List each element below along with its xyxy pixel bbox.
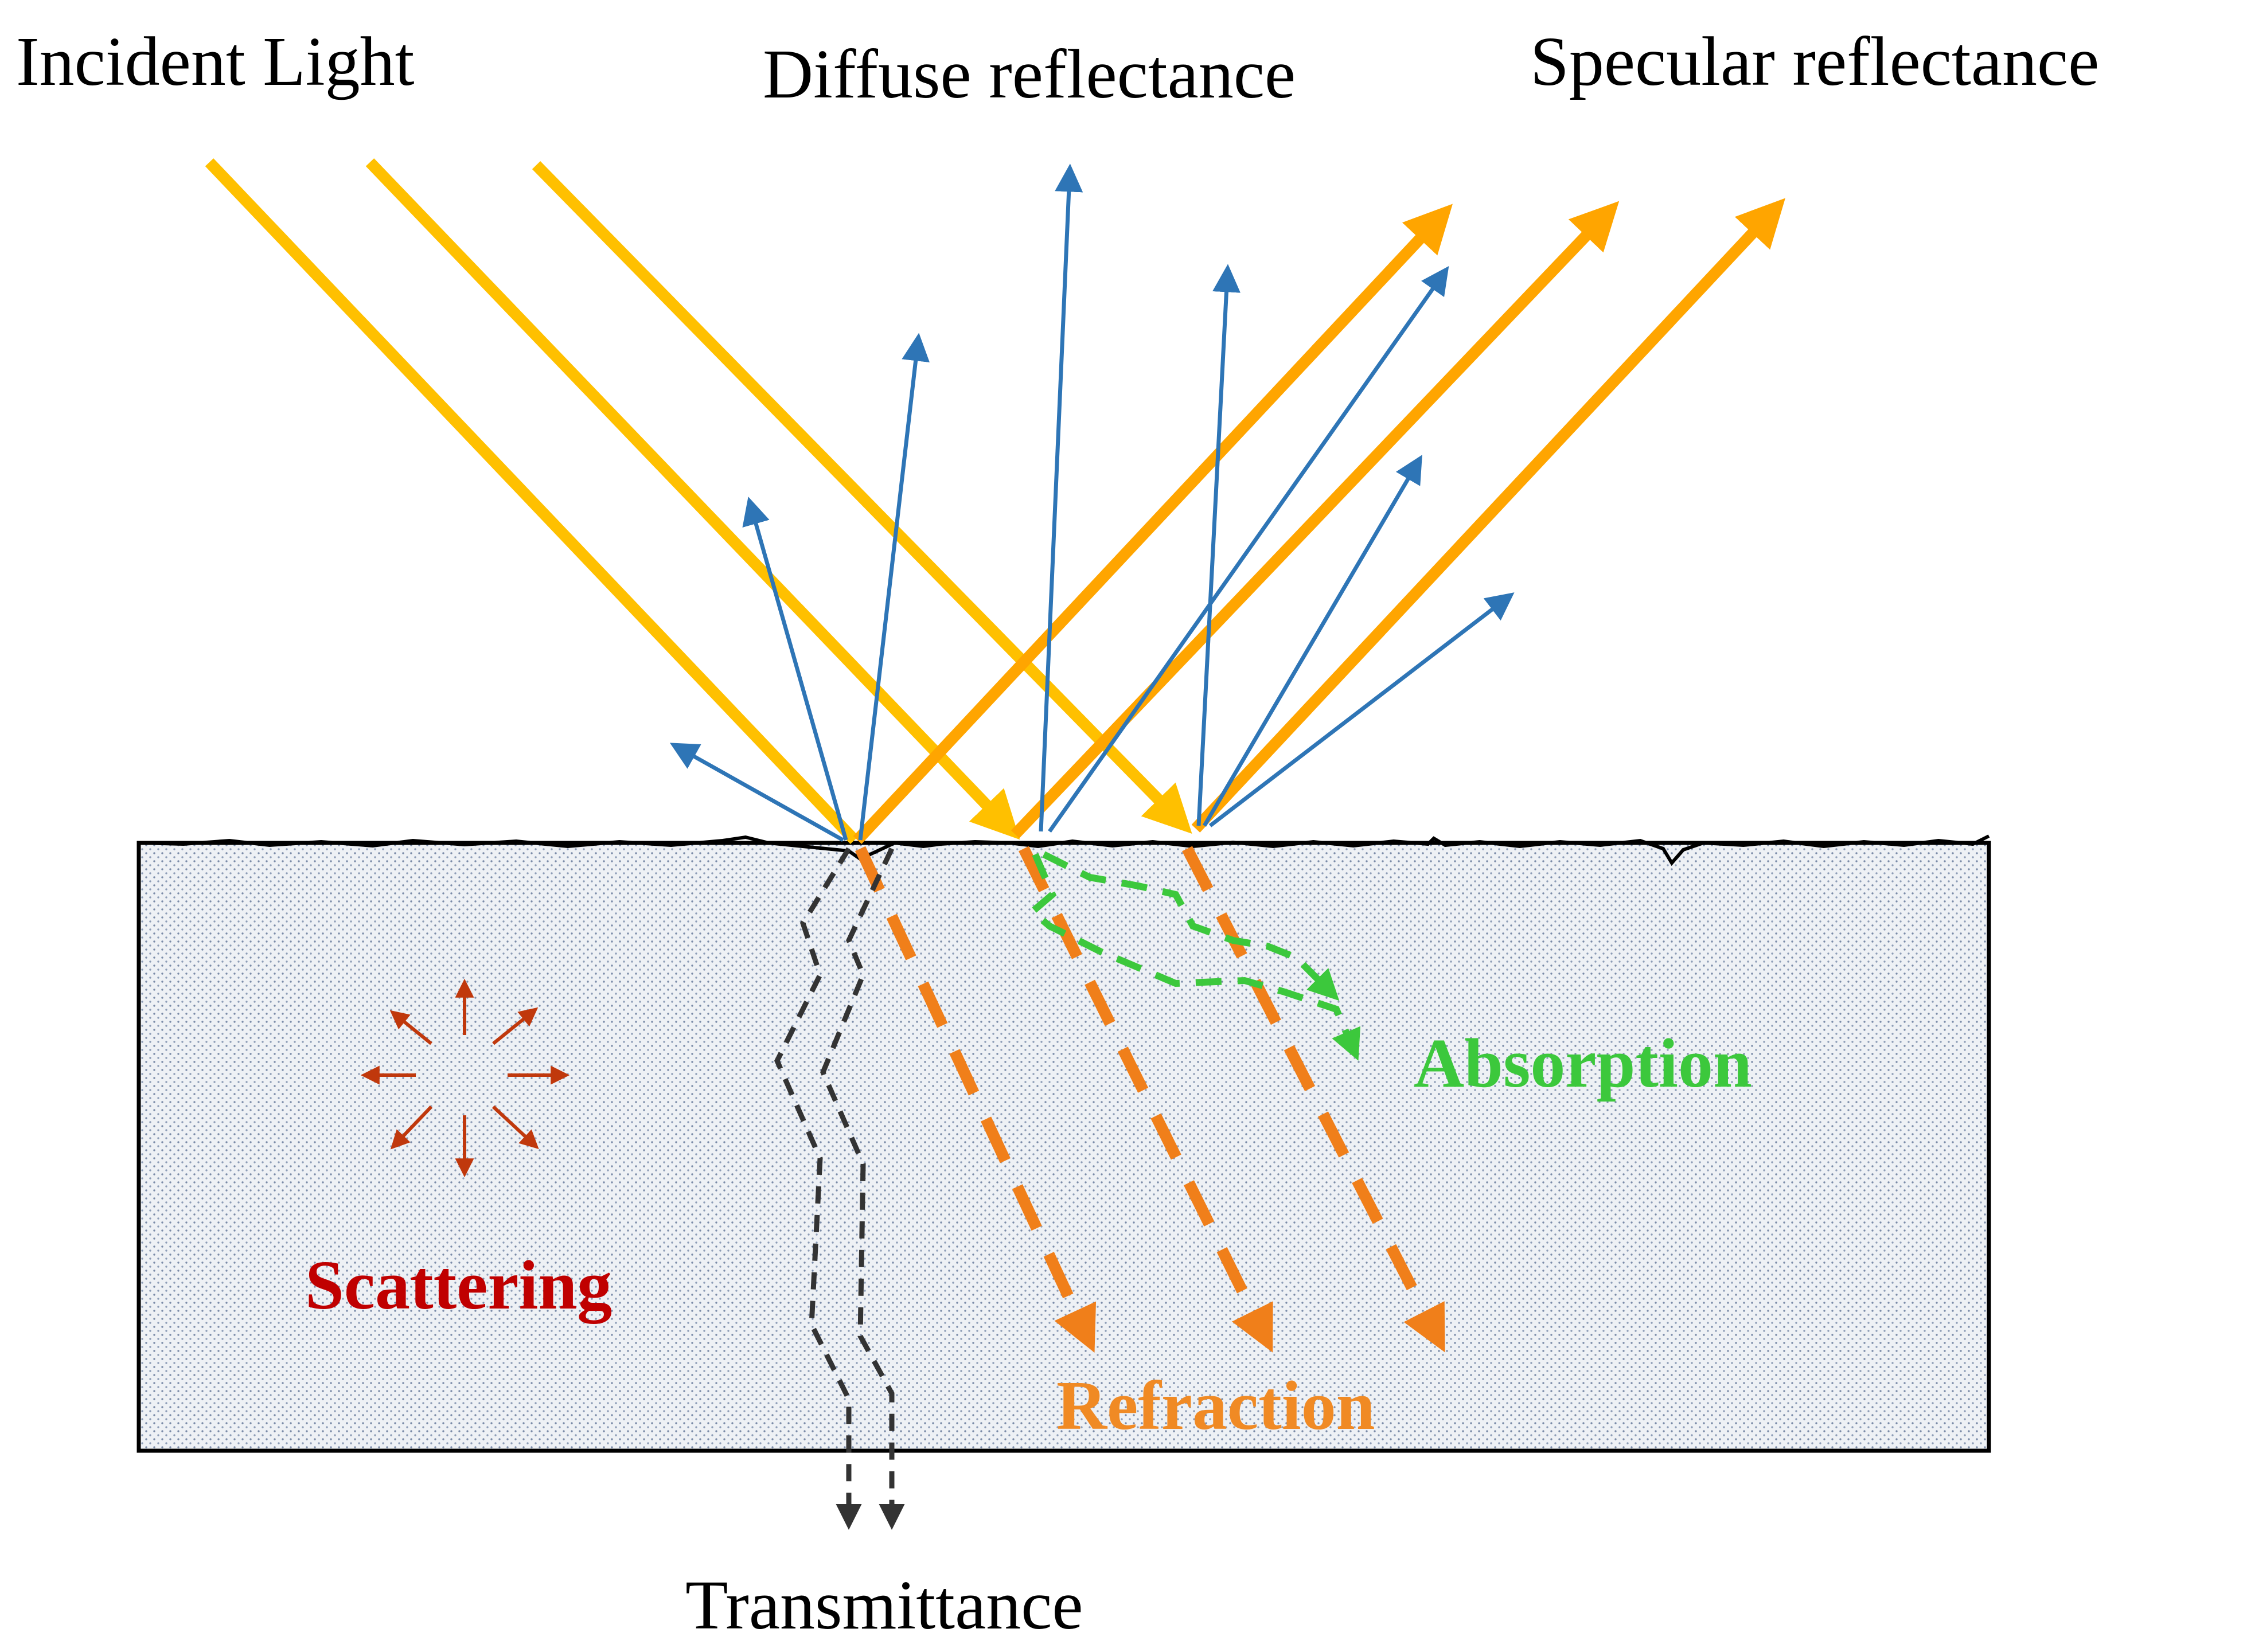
- label-transmittance: Transmittance: [685, 1567, 1083, 1644]
- refraction-ray-1: [855, 846, 1097, 1353]
- transmittance-path-1: [774, 847, 862, 1530]
- scatter-arrow-sw: [390, 1105, 433, 1150]
- specular-ray-3: [1191, 198, 1785, 833]
- scattering-arrows: [360, 978, 570, 1178]
- scatter-arrow-nw: [389, 1010, 432, 1045]
- incident-light-rays: [205, 158, 1192, 844]
- transmittance-path-2: [820, 848, 905, 1530]
- label-incident-light: Incident Light: [16, 23, 415, 100]
- diffuse-ray-2: [742, 497, 848, 841]
- specular-ray-1: [853, 204, 1453, 844]
- rough-surface-line: [138, 834, 1990, 866]
- absorption-path-2: [1042, 851, 1340, 1001]
- diffuse-ray-4: [1039, 163, 1083, 832]
- label-absorption: Absorption: [1414, 1025, 1752, 1102]
- diffuse-ray-5: [1048, 265, 1449, 833]
- refraction-ray-3: [1182, 846, 1445, 1353]
- label-scattering: Scattering: [305, 1247, 612, 1324]
- absorption-path-1: [1027, 853, 1361, 1061]
- incident-ray-2: [365, 158, 1020, 840]
- diffuse-ray-6: [1196, 264, 1241, 826]
- specular-reflection-rays: [853, 198, 1785, 844]
- label-specular-reflectance: Specular reflectance: [1530, 23, 2099, 100]
- diffuse-ray-7: [1202, 455, 1422, 827]
- medium-block: [136, 834, 1991, 1453]
- label-refraction: Refraction: [1056, 1367, 1375, 1444]
- scatter-arrow-se: [491, 1105, 539, 1149]
- transmittance-paths: [774, 847, 905, 1530]
- scatter-arrow-ne: [492, 1007, 539, 1045]
- specular-ray-2: [1011, 201, 1620, 838]
- incident-ray-3: [532, 161, 1192, 834]
- absorption-paths: [1027, 851, 1361, 1061]
- incident-ray-1: [205, 158, 859, 844]
- diffuse-ray-8: [1208, 592, 1515, 827]
- diffuse-reflection-rays: [669, 163, 1515, 842]
- label-diffuse-reflectance: Diffuse reflectance: [763, 36, 1296, 113]
- diffuse-ray-3: [858, 333, 930, 841]
- diffuse-ray-1: [669, 743, 844, 842]
